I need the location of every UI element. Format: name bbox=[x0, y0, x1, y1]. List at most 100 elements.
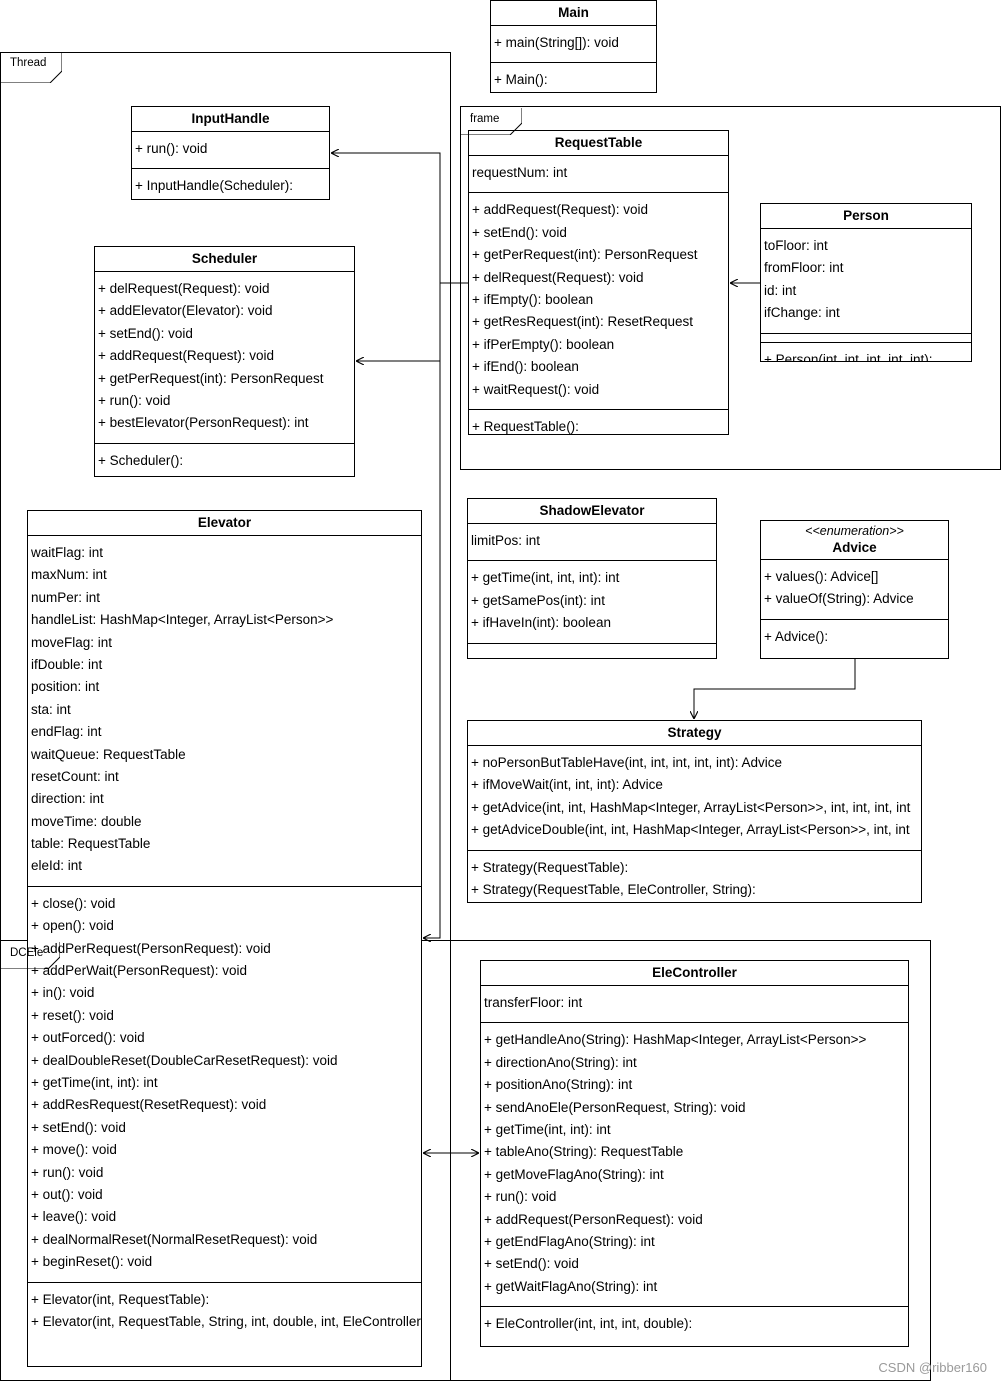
class-methods-section: + getHandleAno(String): HashMap<Integer,… bbox=[481, 1022, 908, 1306]
method-line: + getTime(int, int): int bbox=[484, 1121, 611, 1137]
class-constructors-section: + Strategy(RequestTable): + Strategy(Requ… bbox=[468, 849, 921, 902]
class-constructors-section: + InputHandle(Scheduler): bbox=[132, 168, 329, 199]
class-advice: <<enumeration>>Advice+ values(): Advice[… bbox=[760, 520, 949, 659]
class-name: Elevator bbox=[197, 515, 252, 530]
attribute-line: handleList: HashMap<Integer, ArrayList<P… bbox=[31, 612, 334, 628]
class-scheduler: Scheduler + delRequest(Request): void + ad… bbox=[94, 246, 355, 477]
attribute-line: direction: int bbox=[31, 791, 104, 807]
constructor-line: + Main(): bbox=[494, 72, 548, 88]
method-line: + valueOf(String): Advice bbox=[764, 591, 914, 607]
method-line: + getSamePos(int): int bbox=[471, 592, 605, 608]
method-line: + getResRequest(int): ResetRequest bbox=[472, 314, 693, 330]
method-line: + addRequest(Request): void bbox=[472, 202, 648, 218]
frame-tab-shape bbox=[0, 52, 62, 83]
class-methods-section: + noPersonButTableHave(int, int, int, in… bbox=[468, 745, 921, 850]
attribute-line: resetCount: int bbox=[31, 768, 119, 784]
constructor-line: + Elevator(int, RequestTable): bbox=[31, 1291, 210, 1307]
thread-frame-text: Thread bbox=[10, 57, 47, 69]
class-methods-section: + delRequest(Request): void + addElevator… bbox=[95, 271, 354, 443]
method-line: + getHandleAno(String): HashMap<Integer,… bbox=[484, 1032, 867, 1048]
class-methods-section: + main(String[]): void bbox=[491, 25, 656, 62]
method-line: + addResRequest(ResetRequest): void bbox=[31, 1097, 267, 1113]
attribute-line: waitQueue: RequestTable bbox=[31, 746, 186, 762]
method-line: + getWaitFlagAno(String): int bbox=[484, 1278, 658, 1294]
class-methods-section: + values(): Advice[] + valueOf(String): A… bbox=[761, 559, 948, 619]
method-line: + delRequest(Request): void bbox=[98, 281, 270, 296]
class-name: Scheduler bbox=[191, 251, 258, 266]
class-methods-section: + getTime(int, int, int): int+ getSamePo… bbox=[468, 560, 716, 642]
constructor-line: + Elevator(int, RequestTable, String, in… bbox=[31, 1313, 422, 1329]
class-constructors-section: + EleController(int, int, int, double): bbox=[481, 1306, 908, 1343]
method-line: + positionAno(String): int bbox=[484, 1077, 633, 1093]
method-line: + ifHaveIn(int): boolean bbox=[471, 615, 611, 631]
class-main: Main+ main(String[]): void+ Main(): bbox=[490, 0, 657, 93]
method-line: + noPersonButTableHave(int, int, int, in… bbox=[471, 755, 783, 770]
method-line: + delRequest(Request): void bbox=[472, 269, 644, 285]
class-header: Elevator bbox=[28, 511, 421, 535]
method-line: + directionAno(String): int bbox=[484, 1054, 637, 1070]
method-line: + setEnd(): void bbox=[484, 1256, 579, 1272]
method-line: + addRequest(PersonRequest): void bbox=[484, 1211, 703, 1227]
attribute-line: position: int bbox=[31, 679, 100, 695]
attribute-line: transferFloor: int bbox=[484, 995, 583, 1010]
class-methods-section bbox=[761, 332, 971, 342]
method-line: + dealDoubleReset(DoubleCarResetRequest)… bbox=[31, 1052, 338, 1068]
frame-tab-shape bbox=[460, 108, 522, 135]
class-name: Person bbox=[843, 208, 889, 223]
constructor-line: + Person(int, int, int, int, int): bbox=[764, 351, 933, 362]
method-line: + getPerRequest(int): PersonRequest bbox=[98, 370, 324, 386]
method-line: + reset(): void bbox=[31, 1007, 114, 1023]
class-methods-section: + close(): void+ open(): void+ addPerReq… bbox=[28, 885, 421, 1282]
attribute-line: table: RequestTable bbox=[31, 836, 151, 852]
method-line: + leave(): void bbox=[31, 1209, 117, 1225]
attribute-line: ifChange: int bbox=[764, 305, 840, 321]
class-constructors-section: + Advice(): bbox=[761, 618, 948, 656]
class-header: ShadowElevator bbox=[468, 499, 716, 523]
class-methods-section: + addRequest(Request): void+ setEnd(): v… bbox=[469, 192, 728, 409]
dcele-frame-label: DCEle bbox=[0, 942, 60, 969]
method-line: + addElevator(Elevator): void bbox=[98, 303, 273, 319]
constructor-line: + Advice(): bbox=[764, 628, 829, 644]
method-line: + ifEnd(): boolean bbox=[472, 359, 579, 375]
method-line: + getPerRequest(int): PersonRequest bbox=[472, 247, 698, 263]
class-header: Strategy bbox=[468, 721, 921, 745]
method-line: + run(): void bbox=[484, 1189, 557, 1205]
method-line: + out(): void bbox=[31, 1186, 103, 1202]
method-line: + addPerWait(PersonRequest): void bbox=[31, 963, 247, 979]
attribute-line: maxNum: int bbox=[31, 567, 107, 583]
method-line: + in(): void bbox=[31, 985, 95, 1001]
attribute-line: endFlag: int bbox=[31, 724, 102, 740]
class-constructors-section bbox=[468, 642, 716, 652]
class-attributes-section: limitPos: int bbox=[468, 523, 716, 560]
class-name: RequestTable bbox=[554, 135, 643, 150]
method-line: + tableAno(String): RequestTable bbox=[484, 1144, 684, 1160]
method-line: + addPerRequest(PersonRequest): void bbox=[31, 940, 271, 956]
method-line: + ifPerEmpty(): boolean bbox=[472, 336, 615, 352]
frame-frame-label: frame bbox=[460, 108, 522, 135]
class-constructors-section: + Main(): bbox=[491, 62, 656, 92]
method-line: + beginReset(): void bbox=[31, 1254, 153, 1270]
method-line: + ifMoveWait(int, int, int): Advice bbox=[471, 777, 663, 793]
constructor-line: + Strategy(RequestTable, EleController, … bbox=[471, 881, 756, 897]
constructor-line: + Strategy(RequestTable): bbox=[471, 859, 629, 875]
class-name: InputHandle bbox=[191, 111, 270, 126]
method-line: + run(): void bbox=[31, 1164, 104, 1180]
class-name: Advice bbox=[832, 540, 877, 555]
attribute-line: numPer: int bbox=[31, 589, 101, 605]
class-constructors-section: + Person(int, int, int, int, int): bbox=[761, 341, 971, 362]
method-line: + ifEmpty(): boolean bbox=[472, 291, 594, 307]
method-line: + waitRequest(): void bbox=[472, 381, 600, 397]
class-header: RequestTable bbox=[469, 131, 728, 155]
class-header: <<enumeration>>Advice bbox=[761, 521, 948, 559]
class-name: EleController bbox=[652, 965, 737, 980]
method-line: + getAdviceDouble(int, int, HashMap<Inte… bbox=[471, 822, 910, 838]
constructor-line: + InputHandle(Scheduler): bbox=[135, 178, 293, 194]
method-line: + values(): Advice[] bbox=[764, 569, 879, 584]
attribute-line: moveTime: double bbox=[31, 813, 142, 829]
method-line: + getMoveFlagAno(String): int bbox=[484, 1166, 664, 1182]
